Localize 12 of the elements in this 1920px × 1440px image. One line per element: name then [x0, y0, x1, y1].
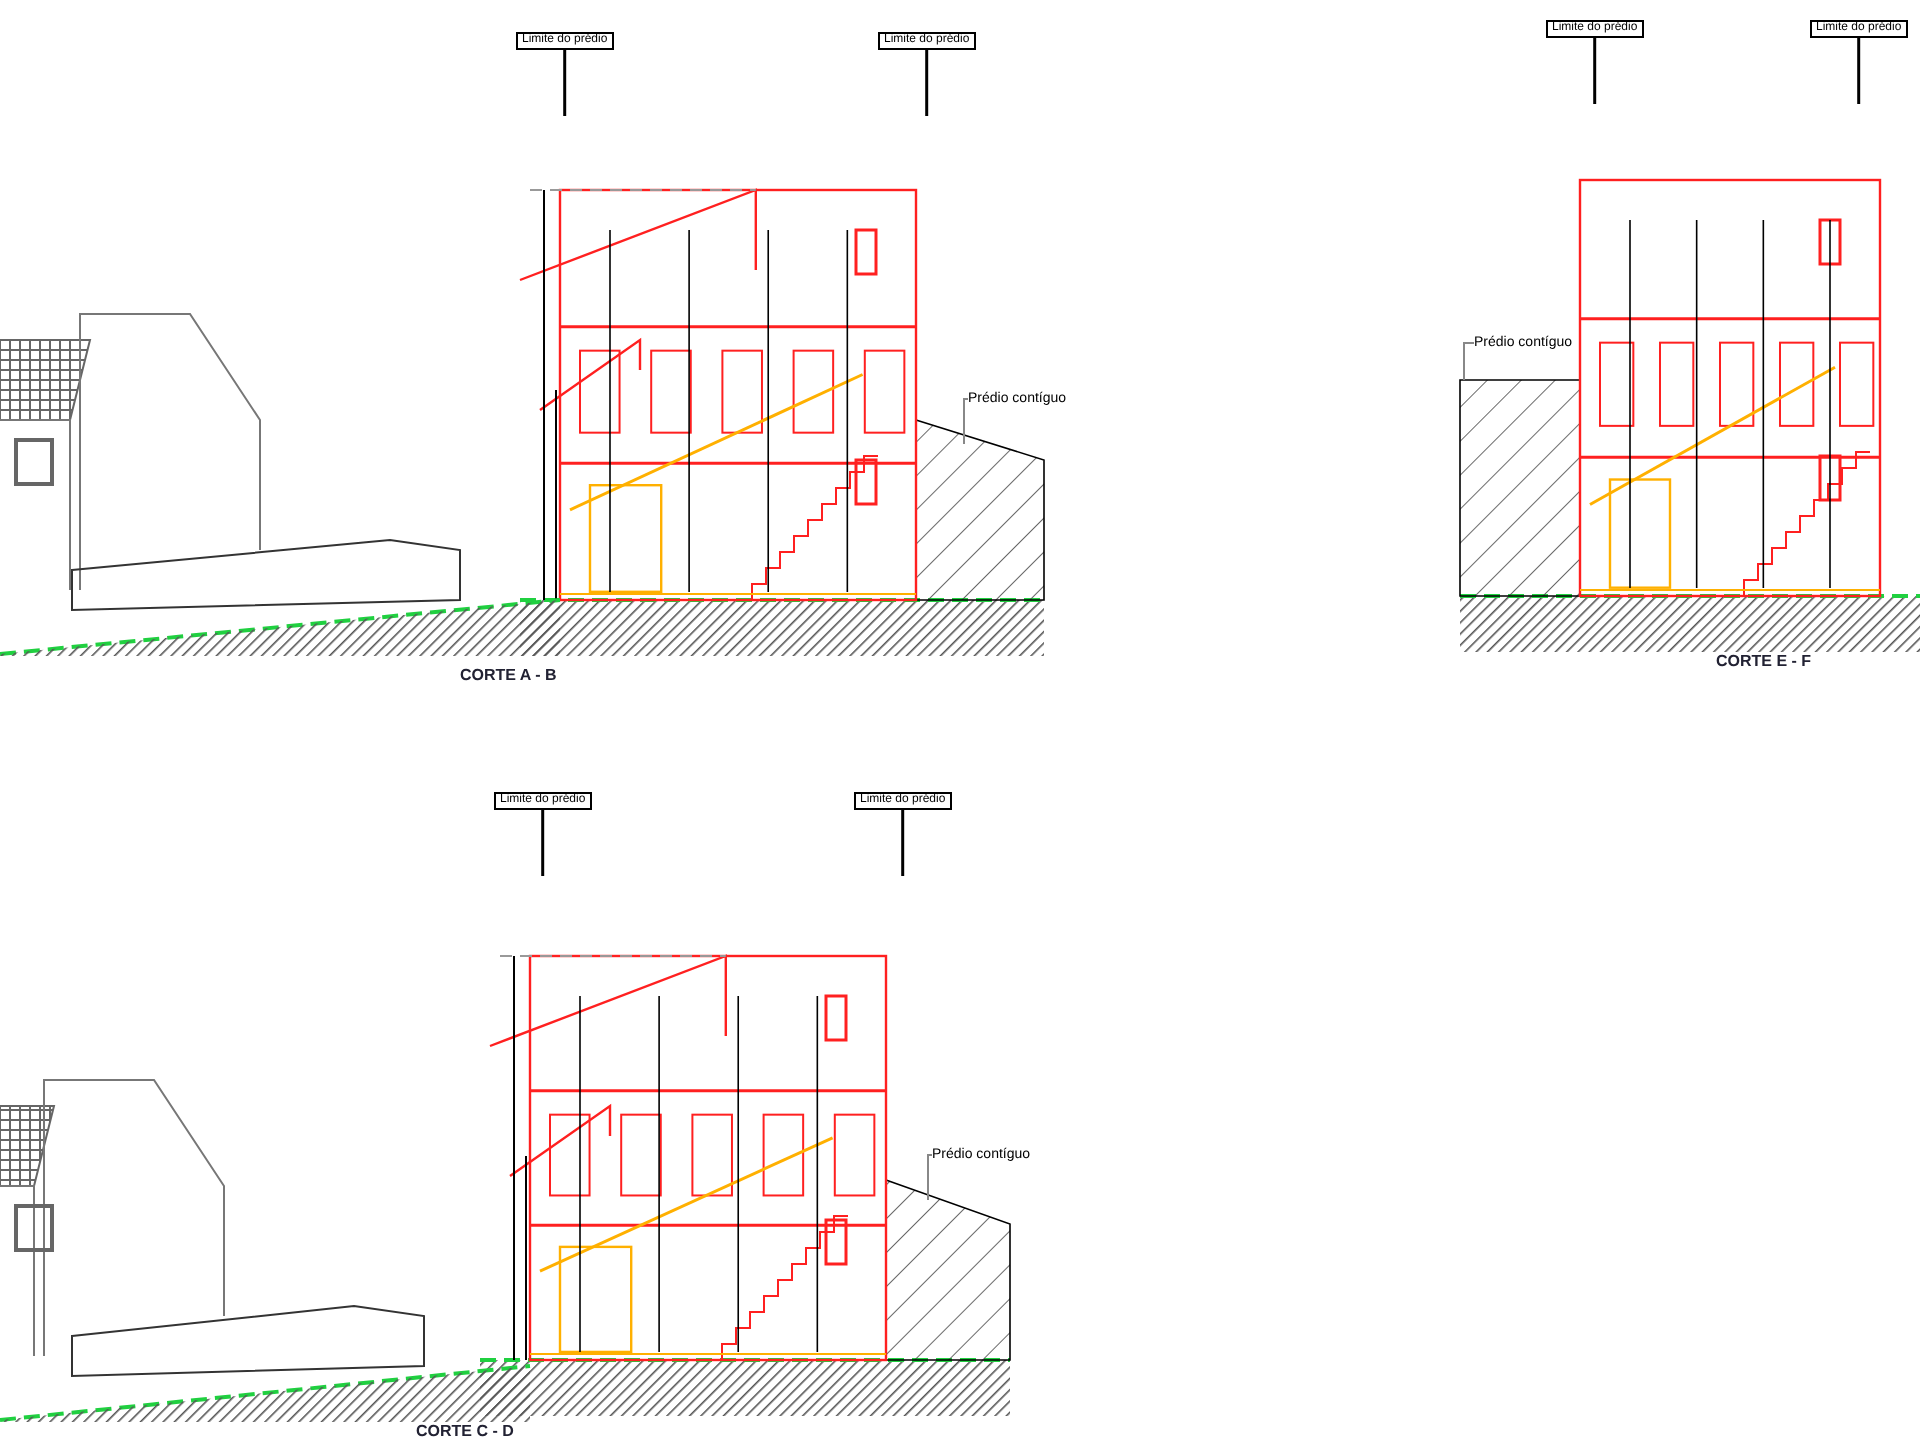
leader-line	[925, 50, 929, 116]
leader-line	[901, 810, 905, 876]
leader-line	[927, 1154, 933, 1201]
section-title: CORTE C - D	[416, 1422, 514, 1440]
section-title: CORTE A - B	[460, 666, 557, 684]
leader-line	[541, 810, 545, 876]
leader-line	[563, 50, 567, 116]
leader-line	[963, 398, 969, 445]
leader-line	[1593, 38, 1597, 104]
leader-line	[1463, 342, 1475, 381]
section-title: CORTE E - F	[1716, 652, 1812, 670]
leader-line	[1857, 38, 1861, 104]
